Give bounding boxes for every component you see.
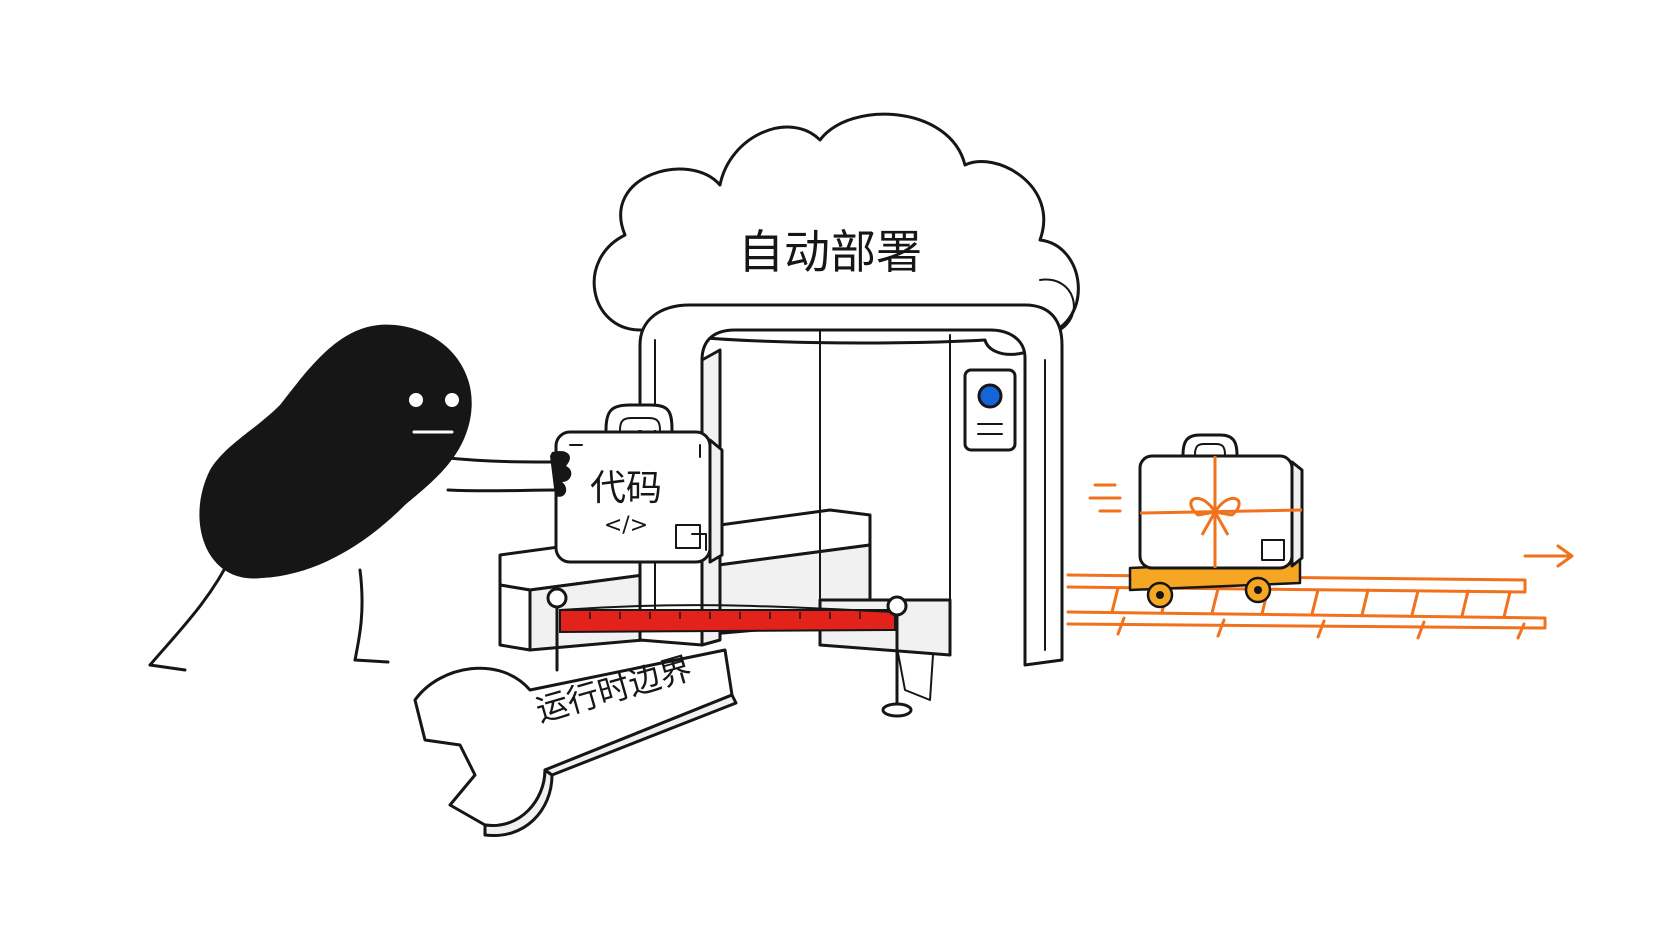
motion-arrow-icon xyxy=(1523,544,1574,568)
wrench-icon: 运行时边界 xyxy=(413,648,738,838)
cloud-icon: 自动部署 xyxy=(592,112,1080,356)
suitcase-code-label: 代码 xyxy=(590,468,662,509)
code-glyph: </> xyxy=(604,513,648,538)
cloud-label: 自动部署 xyxy=(738,225,922,279)
sensor-panel xyxy=(963,368,1017,452)
motion-lines xyxy=(1088,483,1122,513)
sensor-light-icon xyxy=(977,383,1003,409)
barrier-rope-icon xyxy=(546,587,913,718)
gift-suitcase-icon xyxy=(1138,433,1304,570)
blob-character-icon xyxy=(148,324,572,672)
bow-icon xyxy=(1189,496,1241,536)
code-suitcase-icon: 代码 </> xyxy=(554,403,724,564)
